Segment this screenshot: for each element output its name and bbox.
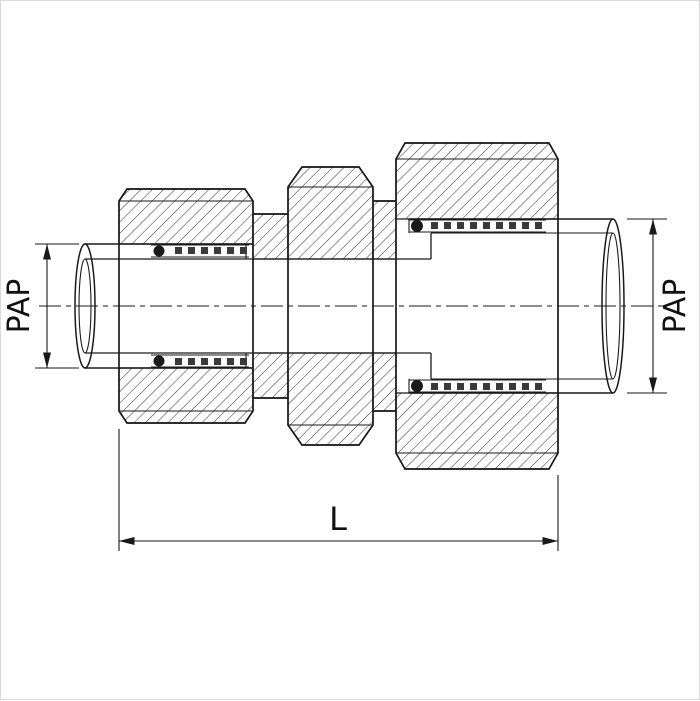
dimension-label-pap-left: PAP <box>2 279 37 334</box>
dimension-pap-left <box>35 243 79 369</box>
left-nut-section-bottom <box>118 367 254 424</box>
section-hatching <box>118 142 559 470</box>
right-pipe-end-outer <box>601 218 625 394</box>
dimension-pap-right <box>627 218 667 394</box>
o-ring-right-bottom <box>411 380 423 392</box>
dimension-length <box>118 429 559 551</box>
body-neck-right-top <box>372 200 397 260</box>
o-ring-left-top <box>153 245 165 257</box>
o-ring-left-bottom <box>153 355 165 367</box>
o-ring-right-top <box>411 220 423 232</box>
body-neck-right-bottom <box>372 352 397 412</box>
body-neck-left-top <box>252 213 289 260</box>
left-pipe <box>74 243 253 369</box>
body-hex-section-bottom <box>287 352 374 446</box>
right-pipe-end-inner <box>605 232 621 380</box>
left-pipe-end-inner <box>78 258 92 354</box>
right-nut-section-top <box>395 142 559 220</box>
grip-serrations-left <box>151 244 249 368</box>
dimension-label-length: L <box>329 500 347 538</box>
grip-serrations-right <box>409 219 546 393</box>
o-rings <box>153 220 423 392</box>
right-nut-section-bottom <box>395 392 559 470</box>
right-pipe <box>408 218 625 394</box>
dimension-label-pap-right: PAP <box>658 279 693 334</box>
bore-lines <box>85 233 432 379</box>
body-neck-left-bottom <box>252 352 289 399</box>
left-pipe-end-outer <box>74 243 96 369</box>
left-nut-section-top <box>118 188 254 245</box>
fitting-outlines <box>118 142 559 470</box>
body-hex-section-top <box>287 166 374 260</box>
